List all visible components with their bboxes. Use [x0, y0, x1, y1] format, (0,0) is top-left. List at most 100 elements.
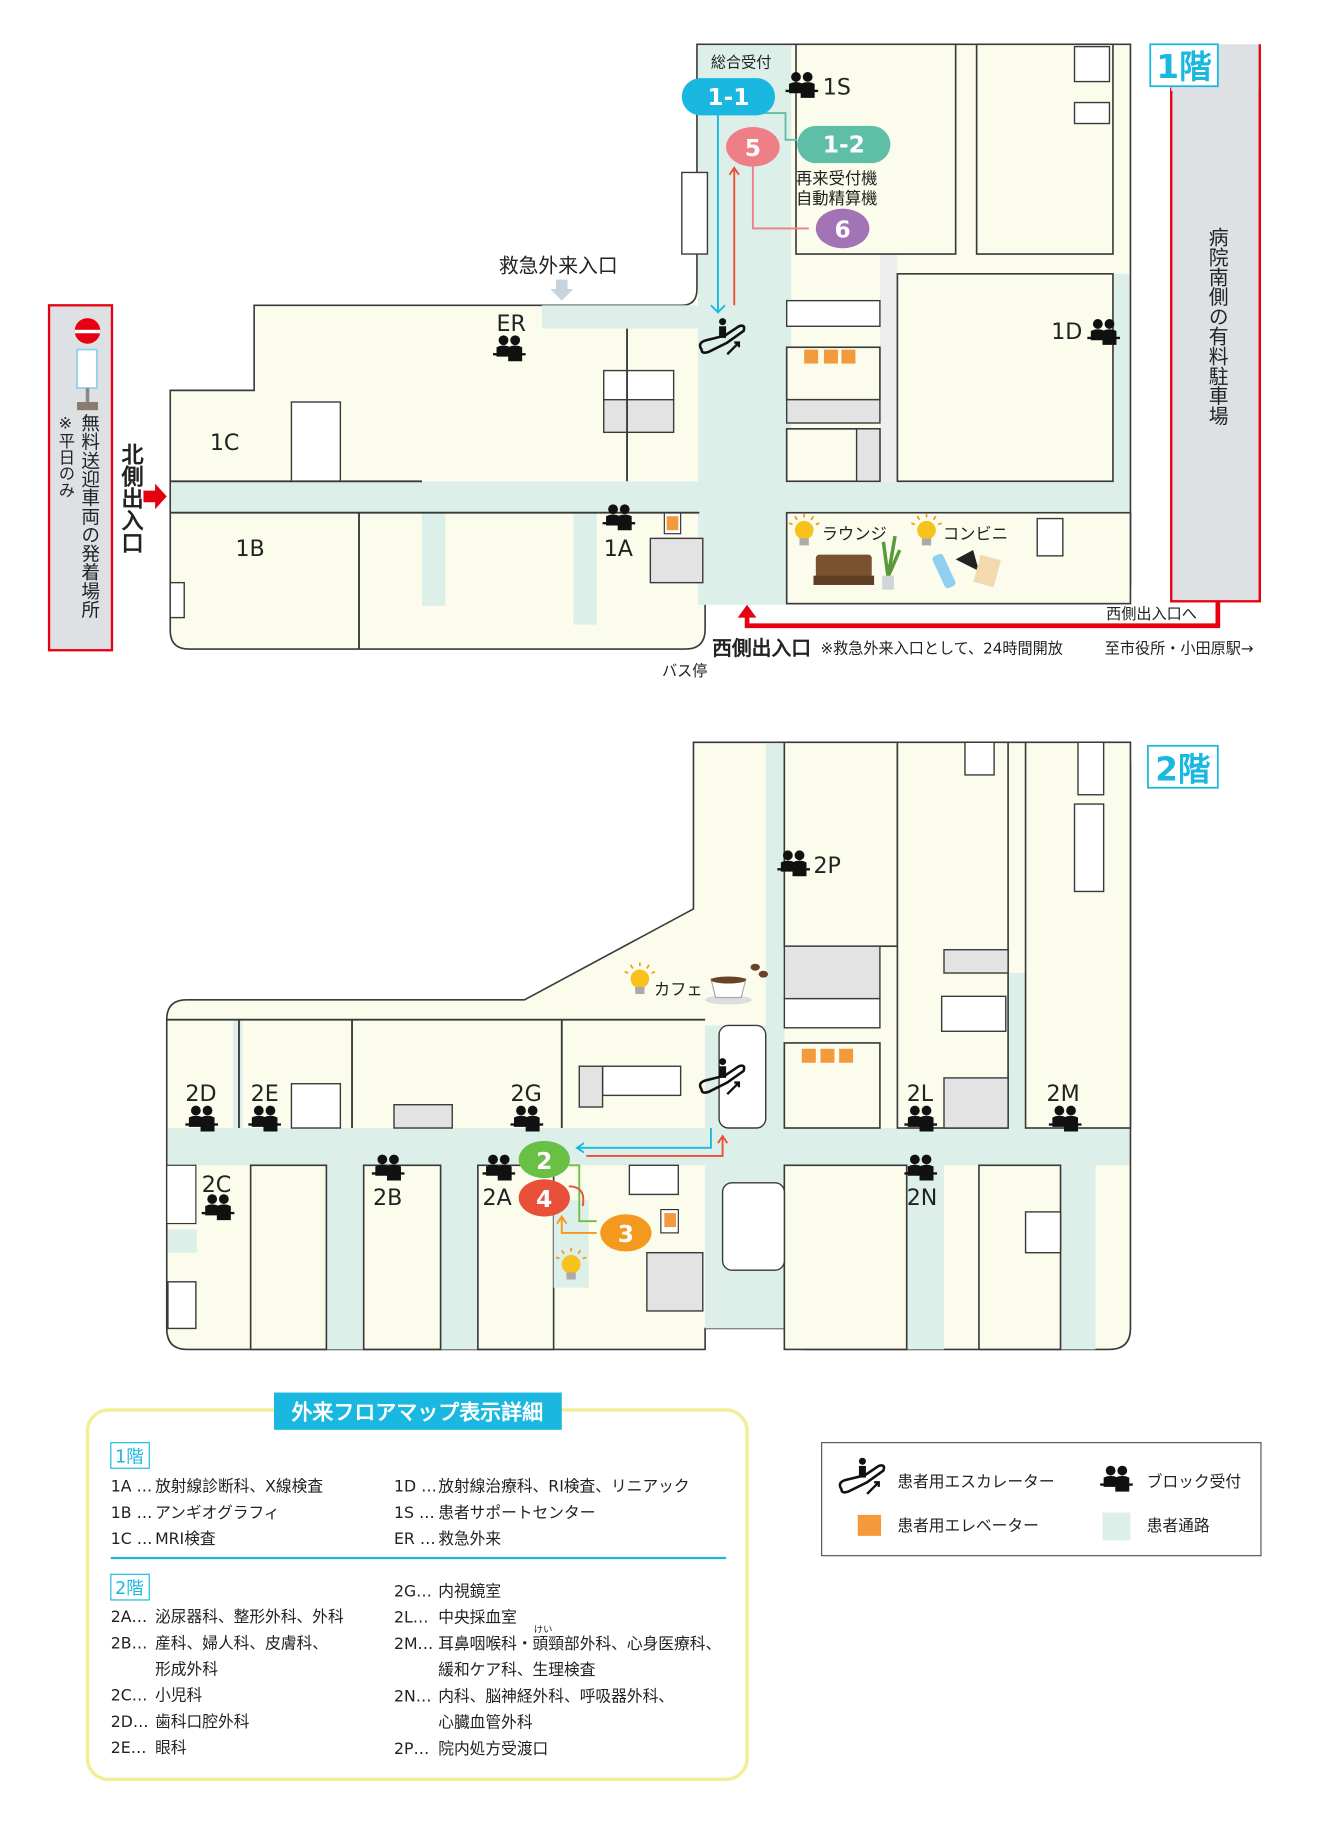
convenience-goods-icon	[932, 550, 1001, 589]
coffee-cup-icon	[705, 963, 769, 1005]
detail-text: 形成外科	[155, 1660, 218, 1679]
parking-label: 病院南側の有料駐車場	[1205, 227, 1228, 426]
badge-1-1-label: 1-1	[707, 84, 749, 111]
badge-5-label: 5	[745, 135, 761, 162]
detail-text: アンギオグラフィ	[155, 1503, 280, 1522]
detail-text: 内視鏡室	[438, 1581, 501, 1600]
machines-label-1: 再来受付機	[796, 169, 877, 188]
block-label-2d: 2D	[185, 1081, 216, 1107]
block-label-1a: 1A	[604, 536, 633, 562]
badge-3	[600, 1214, 652, 1252]
key-elevator-label: 患者用エレベーター	[897, 1516, 1038, 1535]
to-west-entrance-label: 西側出入口へ	[1106, 605, 1197, 623]
block-label-2a: 2A	[483, 1185, 512, 1211]
block-label-2p: 2P	[813, 853, 840, 879]
details-floor2-label: 2階	[115, 1579, 144, 1599]
detail-code: 1S …	[394, 1503, 435, 1522]
shuttle-note: ※平日のみ	[56, 414, 75, 498]
block-label-2l: 2L	[907, 1081, 934, 1107]
emergency-entrance-label: 救急外来入口	[499, 255, 618, 278]
elevator-swatch	[857, 1514, 882, 1536]
detail-text: MRI検査	[155, 1529, 216, 1548]
block-label-er: ER	[497, 311, 526, 337]
detail-text: 中央採血室	[438, 1608, 517, 1627]
block-label-1b: 1B	[235, 536, 264, 562]
badge-4	[518, 1179, 570, 1217]
bus-stop-label: バス停	[662, 662, 707, 680]
key-escalator-label: 患者用エスカレーター	[897, 1472, 1054, 1491]
details-title: 外来フロアマップ表示詳細	[291, 1400, 543, 1424]
detail-code: 2C…	[111, 1686, 148, 1705]
detail-code: 2N…	[394, 1686, 431, 1705]
detail-text: 産科、婦人科、皮膚科、	[155, 1633, 328, 1652]
west-entrance-label: 西側出入口	[712, 637, 811, 660]
cafe-label: カフェ	[654, 980, 703, 999]
detail-code: 2E…	[111, 1738, 147, 1757]
detail-text: 院内処方受渡口	[438, 1739, 548, 1758]
detail-text: 歯科口腔外科	[155, 1712, 250, 1731]
detail-code: 2B…	[111, 1633, 148, 1652]
north-entrance-label: 北側出入口	[118, 443, 145, 554]
detail-text: 救急外来	[438, 1529, 501, 1548]
map-key: 患者用エスカレーター ブロック受付 患者用エレベーター 患者通路	[821, 1442, 1262, 1557]
sofa-icon	[813, 554, 875, 585]
block-label-2n: 2N	[907, 1185, 938, 1211]
key-corridor-label: 患者通路	[1147, 1516, 1210, 1535]
badge-6	[815, 208, 870, 249]
detail-text: 緩和ケア科、生理検査	[438, 1660, 595, 1679]
block-label-2e: 2E	[251, 1081, 279, 1107]
badge-5	[726, 127, 780, 167]
floor-1-map: 無料送迎車両の発着場所 ※平日のみ 北側出入口	[47, 43, 1261, 680]
badge-2-label: 2	[536, 1148, 552, 1175]
block-label-1s: 1S	[823, 74, 851, 100]
badge-1-2-label: 1-2	[823, 132, 865, 159]
machines-label-2: 自動精算機	[796, 189, 877, 208]
badge-4-label: 4	[536, 1186, 552, 1213]
detail-text: 患者サポートセンター	[438, 1503, 595, 1522]
detail-code: 2G…	[394, 1581, 432, 1600]
block-label-1c: 1C	[210, 430, 240, 456]
badge-1-1	[681, 78, 776, 116]
detail-text: 眼科	[155, 1738, 187, 1757]
detail-text: 耳鼻咽喉科・頭頸部外科、心身医療科、	[438, 1634, 721, 1653]
detail-code: 2M…	[394, 1634, 433, 1653]
detail-code: 2A…	[111, 1607, 147, 1626]
north-entrance-arrow-icon	[143, 483, 167, 510]
detail-text: 心臓血管外科	[438, 1713, 533, 1732]
west-entrance-arrow-icon	[737, 604, 757, 618]
detail-code: 2D…	[111, 1712, 149, 1731]
block-label-2b: 2B	[373, 1185, 402, 1211]
west-entrance-note: ※救急外来入口として、24時間開放	[820, 640, 1062, 658]
block-label-2m: 2M	[1047, 1081, 1080, 1107]
detail-text: 泌尿器科、整形外科、外科	[155, 1607, 344, 1626]
lounge-label: ラウンジ	[822, 525, 887, 544]
badge-2	[518, 1140, 570, 1179]
convenience-label: コンビニ	[943, 525, 1008, 544]
detail-code: 1C …	[111, 1529, 153, 1548]
floor-2-map: 2階 2P 2D 2E 2G 2L 2M 2C 2B 2A 2N 2 4 3	[165, 741, 1219, 1351]
detail-text: 放射線診断科、X線検査	[155, 1477, 323, 1496]
block-label-2c: 2C	[202, 1172, 232, 1198]
details-floor1-label: 1階	[115, 1447, 144, 1467]
corridor-swatch	[1102, 1512, 1131, 1541]
badge-3-label: 3	[618, 1221, 634, 1248]
detail-text: 小児科	[155, 1686, 202, 1705]
detail-code: 1D …	[394, 1477, 437, 1496]
detail-code: ER …	[394, 1529, 436, 1548]
detail-text: 内科、脳神経外科、呼吸器外科、	[438, 1686, 674, 1705]
detail-code: 1A …	[111, 1477, 152, 1496]
plant-icon	[881, 535, 902, 590]
badge-1-2	[797, 125, 891, 164]
to-city-label: 至市役所・小田原駅→	[1105, 640, 1254, 658]
floor-1-title: 1階	[1156, 48, 1211, 86]
detail-code: 1B …	[111, 1503, 152, 1522]
block-label-2g: 2G	[511, 1081, 542, 1107]
floor-2-title: 2階	[1155, 751, 1210, 789]
shuttle-stop-label: 無料送迎車両の発着場所	[78, 414, 99, 619]
detail-ruby: けい	[534, 1625, 553, 1636]
bus-stop-sign-icon	[74, 318, 101, 411]
detail-code: 2P…	[394, 1739, 429, 1758]
key-block-reception-label: ブロック受付	[1147, 1472, 1241, 1491]
